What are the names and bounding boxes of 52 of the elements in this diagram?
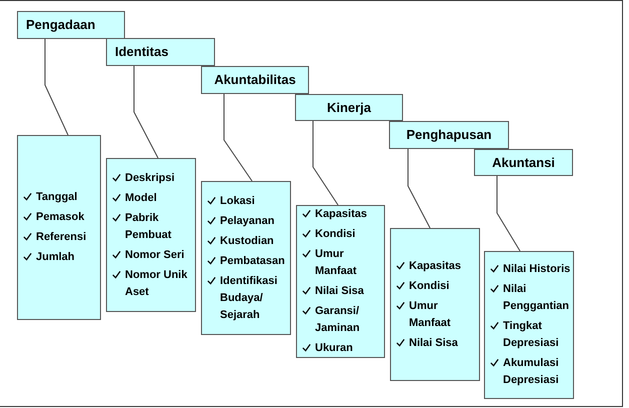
stage-box: [295, 94, 403, 121]
checklist-item: Kapasitas: [409, 258, 461, 274]
stage-title: Identitas: [115, 43, 168, 62]
checklist-box: [390, 228, 480, 381]
checklist-box: [201, 181, 291, 335]
checklist-item: Nilai Sisa: [409, 336, 458, 350]
checklist-item: Nilai Historis: [503, 262, 570, 277]
checklist-item: Garansi/ Jaminan: [315, 304, 361, 336]
connector-line: [44, 38, 68, 136]
checklist-item: Pembatasan: [220, 254, 285, 268]
checklist-item: Nomor Unik Aset: [125, 268, 188, 300]
connector-line: [224, 94, 252, 182]
connector-line: [312, 120, 338, 206]
stage-title: Akuntabilitas: [214, 71, 296, 90]
checklist-item: Deskripsi: [125, 170, 175, 186]
checklist-item: Umur Manfaat: [409, 298, 452, 330]
checklist-item: Identifikasi Budaya/ Sejarah: [220, 274, 278, 322]
checklist-item: Tingkat Depresiasi: [503, 319, 560, 351]
checklist-item: Nilai Penggantian: [503, 282, 570, 314]
checklist-item: Referensi: [36, 230, 86, 245]
checklist-box: [484, 251, 574, 399]
stage-box: [17, 11, 125, 39]
checklist-item: Pelayanan: [220, 214, 274, 228]
connector-line: [496, 176, 520, 252]
checklist-item: Akumulasi Depresiasi: [503, 356, 560, 388]
stage-box: [389, 121, 509, 149]
checklist-item: Lokasi: [220, 194, 255, 208]
checklist-box: [17, 135, 101, 320]
stage-box: [106, 38, 215, 66]
checklist-item: Kondisi: [315, 227, 356, 242]
checklist-item: Kondisi: [409, 278, 450, 294]
checklist-item: Tanggal: [36, 190, 78, 205]
checklist-item: Pemasok: [36, 210, 84, 225]
checklist-item: Nilai Sisa: [315, 284, 364, 299]
checklist-item: Kapasitas: [315, 207, 367, 222]
stage-title: Pengadaan: [26, 16, 96, 34]
stage-title: Kinerja: [326, 98, 372, 117]
connector-line: [134, 66, 158, 158]
connector-line: [408, 148, 430, 228]
checklist-item: Umur Manfaat: [315, 247, 358, 279]
checklist-item: Pabrik Pembuat: [125, 210, 172, 242]
stage-box: [201, 66, 309, 94]
stage-title: Penghapusan: [406, 126, 492, 144]
checklist-box: [296, 205, 385, 358]
checklist-item: Jumlah: [36, 250, 75, 265]
checklist-item: Nomor Seri: [125, 248, 184, 262]
stage-title: Akuntansi: [492, 154, 555, 172]
stage-box: [474, 149, 573, 176]
checklist-box: [106, 158, 196, 312]
checklist-item: Kustodian: [220, 234, 274, 248]
checklist-item: Ukuran: [315, 341, 353, 356]
checklist-item: Model: [125, 190, 157, 206]
